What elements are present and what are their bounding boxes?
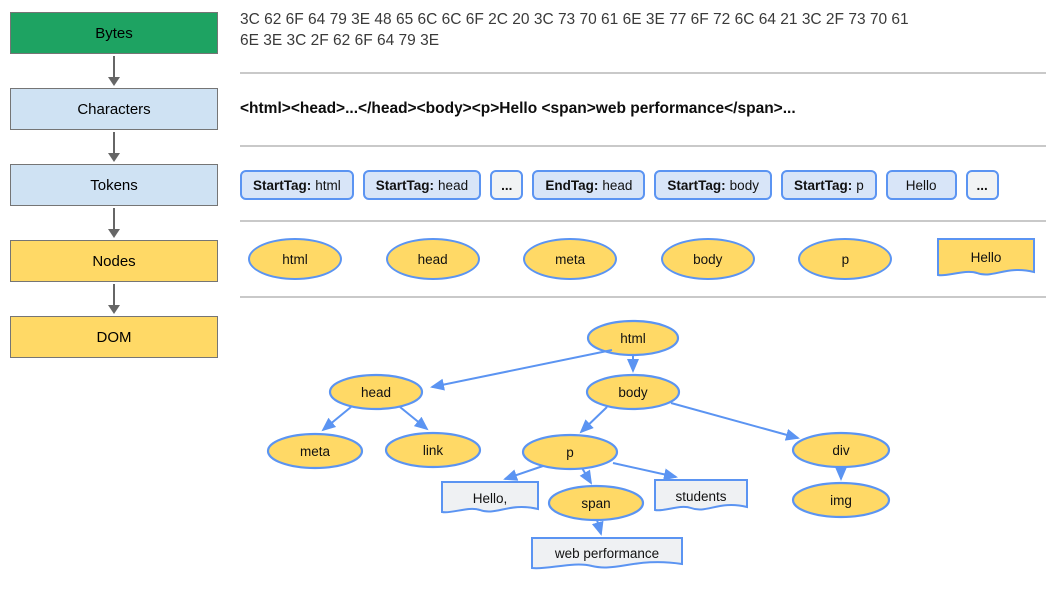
tree-label: img	[830, 493, 852, 508]
tree-node-students-text	[654, 479, 748, 512]
token-type-label: StartTag:	[253, 177, 312, 193]
tree-node-head	[328, 373, 424, 411]
bytes-hex-text: 3C 62 6F 64 79 3E 48 65 6C 6C 6F 2C 20 3…	[240, 9, 909, 51]
stage-box-tokens: Tokens	[10, 164, 218, 206]
tree-edge-html-head	[430, 349, 613, 391]
row-divider	[240, 220, 1046, 222]
token-endtag-head: EndTag:head	[532, 170, 646, 200]
tree-edge-head-meta	[321, 406, 352, 432]
row-divider	[240, 296, 1046, 298]
bytes-hex-line: 6E 3E 3C 2F 62 6F 64 79 3E	[240, 32, 440, 49]
characters-markup-text: <html><head>...</head><body><p>Hello <sp…	[240, 100, 796, 117]
arrow-shaft	[113, 132, 115, 153]
tree-node-html	[586, 319, 680, 357]
token-value: ...	[976, 177, 988, 193]
tree-node-p	[521, 433, 619, 471]
token-value: body	[729, 177, 759, 193]
token-starttag-html: StartTag:html	[240, 170, 354, 200]
tree-edge-body-p	[579, 406, 608, 434]
tree-label: span	[581, 496, 610, 511]
tree-node-webperformance-text	[531, 537, 683, 570]
nodes-row: html head meta body p Hello	[248, 237, 1036, 281]
arrow-head	[108, 153, 120, 162]
token-ellipsis: ...	[490, 170, 524, 200]
tree-label: body	[618, 385, 648, 400]
token-value: ...	[501, 177, 513, 193]
token-starttag-body: StartTag:body	[654, 170, 772, 200]
down-arrow-icon	[10, 282, 218, 316]
tree-node-link	[384, 431, 482, 469]
down-arrow-icon	[10, 130, 218, 164]
arrow-head	[108, 229, 120, 238]
tree-node-body	[585, 373, 681, 411]
tree-label: div	[832, 443, 850, 458]
tree-edge-p-span	[579, 467, 593, 485]
arrow-shaft	[113, 284, 115, 305]
node-p: p	[798, 238, 893, 280]
stage-box-characters: Characters	[10, 88, 218, 130]
tree-node-span	[547, 484, 645, 522]
token-type-label: StartTag:	[667, 177, 726, 193]
token-value: p	[856, 177, 864, 193]
tree-label: web performance	[554, 546, 659, 561]
node-head: head	[385, 238, 480, 280]
node-meta: meta	[523, 238, 618, 280]
tree-node-img	[791, 481, 891, 519]
token-type-label: StartTag:	[375, 177, 435, 193]
token-type-label: EndTag:	[545, 177, 599, 193]
token-type-label: StartTag:	[793, 177, 853, 193]
token-text-hello: Hello	[885, 170, 957, 200]
tree-edge-p-students	[612, 462, 678, 481]
tree-label: p	[566, 445, 574, 460]
tree-node-hello-text	[441, 481, 539, 514]
document-shape	[936, 238, 1035, 277]
dom-tree: html head body meta link p div Hello, sp…	[266, 319, 891, 570]
token-starttag-p: StartTag:p	[780, 170, 877, 200]
stage-box-bytes: Bytes	[10, 12, 218, 54]
down-arrow-icon	[10, 206, 218, 240]
bytes-hex-line: 3C 62 6F 64 79 3E 48 65 6C 6C 6F 2C 20 3…	[240, 11, 909, 28]
token-value: Hello	[905, 177, 937, 193]
tree-label: link	[423, 443, 444, 458]
tokens-row: StartTag:html StartTag:head ... EndTag:h…	[240, 170, 999, 200]
token-starttag-head: StartTag:head	[362, 170, 482, 200]
token-value: head	[438, 177, 469, 193]
token-value: html	[315, 177, 341, 193]
tree-label: head	[361, 385, 391, 400]
token-value: head	[602, 177, 633, 193]
stage-box-dom: DOM	[10, 316, 218, 358]
tree-edge-head-link	[399, 406, 429, 431]
node-body: body	[660, 238, 755, 280]
row-divider	[240, 145, 1046, 147]
row-divider	[240, 72, 1046, 74]
tree-edge-span-webperformance	[591, 519, 604, 536]
tree-edge-p-hello	[503, 465, 544, 481]
down-arrow-icon	[10, 54, 218, 88]
tree-label: Hello,	[473, 491, 508, 506]
token-ellipsis: ...	[965, 170, 999, 200]
tree-node-meta	[266, 432, 364, 470]
node-label: Hello	[971, 250, 1002, 265]
node-text-hello: Hello	[936, 238, 1035, 277]
stage-box-nodes: Nodes	[10, 240, 218, 282]
arrow-shaft	[113, 56, 115, 77]
tree-label: html	[620, 331, 646, 346]
node-html: html	[248, 238, 342, 280]
arrow-shaft	[113, 208, 115, 229]
arrow-head	[108, 77, 120, 86]
tree-label: students	[675, 489, 726, 504]
tree-edge-body-div	[670, 402, 800, 441]
tree-label: meta	[300, 444, 331, 459]
arrow-head	[108, 305, 120, 314]
